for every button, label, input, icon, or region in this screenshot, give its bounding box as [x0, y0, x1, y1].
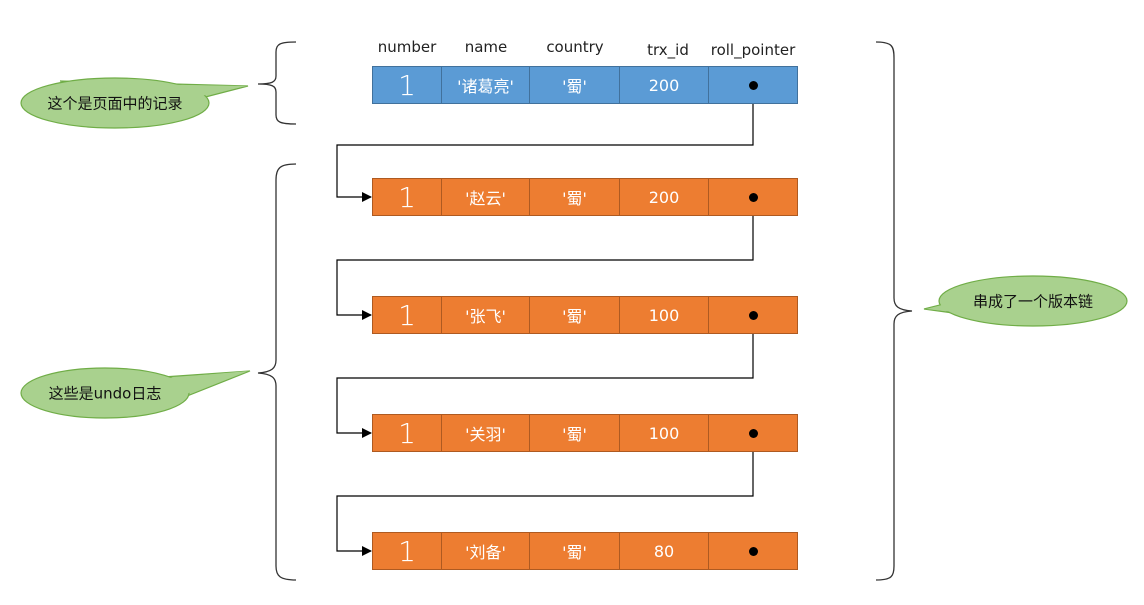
pointer-dot-icon — [748, 192, 758, 202]
callout-undo-logs-text: 这些是undo日志 — [48, 384, 162, 403]
cell-name: '赵云' — [442, 178, 530, 216]
cell-trx-id: 100 — [620, 296, 709, 334]
brace-version-chain — [875, 41, 913, 581]
cell-number: 1 — [372, 178, 442, 216]
cell-country: '蜀' — [530, 178, 620, 216]
header-roll-pointer: roll_pointer — [710, 41, 796, 59]
callout-page-record — [20, 77, 249, 129]
cell-name: '诸葛亮' — [442, 66, 530, 104]
cell-roll-pointer — [709, 532, 798, 570]
roll-pointer-arrow — [336, 197, 754, 320]
header-country: country — [546, 38, 604, 56]
pointer-dot-icon — [748, 546, 758, 556]
cell-name: '张飞' — [442, 296, 530, 334]
cell-roll-pointer — [709, 296, 798, 334]
cell-roll-pointer — [709, 178, 798, 216]
brace-undo-logs — [257, 163, 297, 581]
cell-country: '蜀' — [530, 66, 620, 104]
record-row-page: 1 '诸葛亮' '蜀' 200 — [372, 66, 798, 104]
cell-roll-pointer — [709, 66, 798, 104]
record-row-undo: 1 '关羽' '蜀' 100 — [372, 414, 798, 452]
callout-undo-logs — [20, 367, 251, 419]
pointer-dot-icon — [748, 310, 758, 320]
cell-roll-pointer — [709, 414, 798, 452]
cell-name: '刘备' — [442, 532, 530, 570]
cell-country: '蜀' — [530, 532, 620, 570]
cell-country: '蜀' — [530, 296, 620, 334]
header-number: number — [377, 38, 437, 56]
callout-version-chain — [923, 275, 1128, 327]
pointer-dot-icon — [748, 80, 758, 90]
cell-name: '关羽' — [442, 414, 530, 452]
cell-number: 1 — [372, 296, 442, 334]
cell-trx-id: 200 — [620, 178, 709, 216]
cell-trx-id: 100 — [620, 414, 709, 452]
header-name: name — [464, 38, 508, 56]
cell-country: '蜀' — [530, 414, 620, 452]
roll-pointer-arrow — [336, 433, 754, 556]
cell-trx-id: 80 — [620, 532, 709, 570]
pointer-dot-icon — [748, 428, 758, 438]
callout-version-chain-text: 串成了一个版本链 — [972, 292, 1094, 311]
cell-number: 1 — [372, 532, 442, 570]
cell-number: 1 — [372, 414, 442, 452]
cell-number: 1 — [372, 66, 442, 104]
record-row-undo: 1 '刘备' '蜀' 80 — [372, 532, 798, 570]
roll-pointer-arrow — [336, 85, 754, 202]
callout-page-record-text: 这个是页面中的记录 — [47, 94, 183, 113]
record-row-undo: 1 '赵云' '蜀' 200 — [372, 178, 798, 216]
connectors — [336, 85, 754, 556]
cell-trx-id: 200 — [620, 66, 709, 104]
brace-page-record — [257, 41, 297, 125]
record-row-undo: 1 '张飞' '蜀' 100 — [372, 296, 798, 334]
roll-pointer-arrow — [336, 315, 754, 438]
header-trx-id: trx_id — [647, 41, 689, 59]
